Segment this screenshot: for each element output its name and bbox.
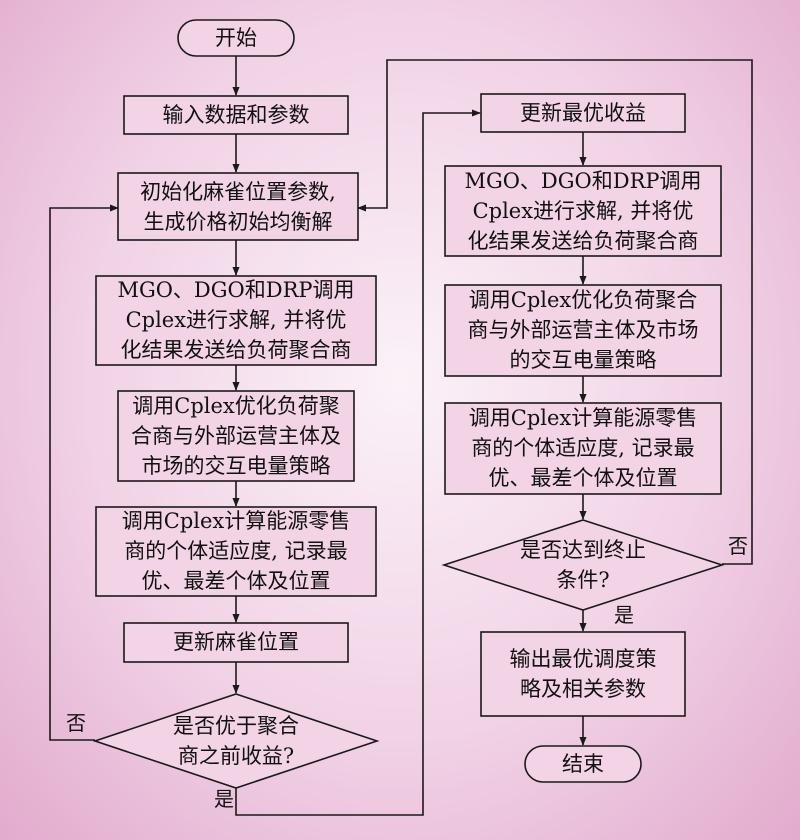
decide1-text-line-1: 是否优于聚合 [173, 714, 299, 738]
edges [49, 56, 753, 816]
decide2-text-line-2: 条件? [556, 568, 609, 592]
init-text-line-2: 生成价格初始均衡解 [144, 210, 333, 234]
nodes: 开始 输入数据和参数 初始化麻雀位置参数, 生成价格初始均衡解 MGO、DGO和D… [92, 19, 725, 789]
update-best-revenue-process: 更新最优收益 [480, 93, 686, 133]
start-text-line-1: 开始 [215, 26, 257, 50]
fit2-text-line-2: 商的个体适应度, 记录最 [471, 436, 694, 460]
update-pos-text-line-1: 更新麻雀位置 [173, 630, 299, 654]
input-text-line-1: 输入数据和参数 [163, 103, 310, 127]
opt2-text-line-1: 调用Cplex优化负荷聚合 [469, 288, 698, 312]
update-sparrow-position-process: 更新麻雀位置 [123, 622, 349, 663]
end-terminal: 结束 [524, 745, 642, 783]
output-text-line-1: 输出最优调度策 [510, 647, 657, 671]
start-terminal: 开始 [177, 19, 295, 57]
opt1-text-line-1: 调用Cplex优化负荷聚 [132, 394, 340, 418]
opt2-text-line-3: 的交互电量策略 [510, 348, 657, 372]
edge-label-group: 否 是 否 是 [66, 534, 748, 811]
solve2-text-line-1: MGO、DGO和DRP调用 [464, 169, 701, 193]
fit2-text-line-1: 调用Cplex计算能源零售 [469, 406, 698, 430]
solve2-text-line-3: 化结果发送给负荷聚合商 [468, 229, 699, 253]
end-text-line-1: 结束 [562, 752, 604, 776]
fit2-text-line-3: 优、最差个体及位置 [489, 466, 678, 490]
opt1-text-line-2: 合商与外部运营主体及 [131, 424, 341, 448]
solve1-text-line-3: 化结果发送给负荷聚合商 [121, 338, 352, 362]
edge-label-d2-no: 否 [728, 534, 748, 558]
edge-decide1-yes [235, 109, 481, 816]
init-sparrow-process: 初始化麻雀位置参数, 生成价格初始均衡解 [117, 172, 359, 241]
output-text-line-2: 略及相关参数 [520, 677, 646, 701]
update-best-text-line-1: 更新最优收益 [520, 101, 646, 125]
solve1-text-line-2: Cplex进行求解, 并将优 [126, 308, 347, 332]
edge-label-d2-yes: 是 [614, 603, 634, 627]
fit1-text-line-2: 商的个体适应度, 记录最 [124, 539, 347, 563]
decide1-text-line-2: 商之前收益? [178, 744, 294, 768]
opt1-text-line-3: 市场的交互电量策略 [142, 454, 331, 478]
fit1-text-line-1: 调用Cplex计算能源零售 [122, 509, 351, 533]
edge-decide1-no-loop [49, 204, 119, 741]
decide2-text-line-1: 是否达到终止 [520, 538, 646, 562]
input-data-process: 输入数据和参数 [123, 95, 349, 135]
fit1-text-line-3: 优、最差个体及位置 [142, 569, 331, 593]
init-text-line-1: 初始化麻雀位置参数, [140, 180, 336, 204]
edge-label-d1-no: 否 [66, 711, 86, 735]
opt2-text-line-2: 商与外部运营主体及市场 [468, 318, 699, 342]
edge-label-d1-yes: 是 [214, 787, 234, 811]
edge-decide2-no-loop [357, 59, 753, 565]
solve1-text-line-1: MGO、DGO和DRP调用 [117, 278, 354, 302]
solve2-text-line-2: Cplex进行求解, 并将优 [473, 199, 694, 223]
